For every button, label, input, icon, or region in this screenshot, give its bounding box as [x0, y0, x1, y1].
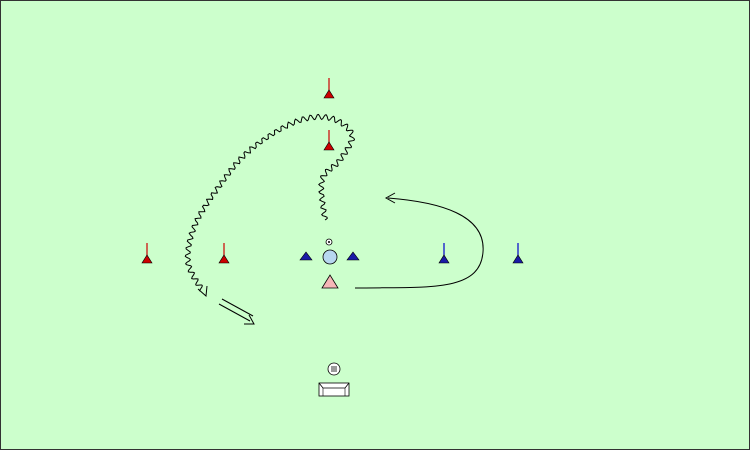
dribble-path — [184, 113, 356, 292]
attacking-player — [321, 274, 339, 289]
pass-arrow — [218, 298, 255, 325]
blue-cone-left — [299, 251, 313, 261]
red-pole-left — [141, 243, 153, 264]
run-arrowhead — [384, 192, 396, 204]
red-pole-top — [323, 78, 335, 99]
dribble-arrowhead — [197, 285, 208, 298]
blue-pole-far-right — [512, 243, 524, 264]
blue-cone-right — [346, 251, 360, 261]
red-pole-upper — [323, 130, 335, 151]
goalkeeper-icon — [327, 362, 341, 376]
defending-player — [322, 249, 338, 265]
ball-icon — [325, 238, 333, 246]
run-path — [354, 197, 484, 289]
mini-goal-icon — [318, 382, 350, 397]
red-pole-mid-left — [218, 243, 230, 264]
blue-pole-right — [438, 243, 450, 264]
